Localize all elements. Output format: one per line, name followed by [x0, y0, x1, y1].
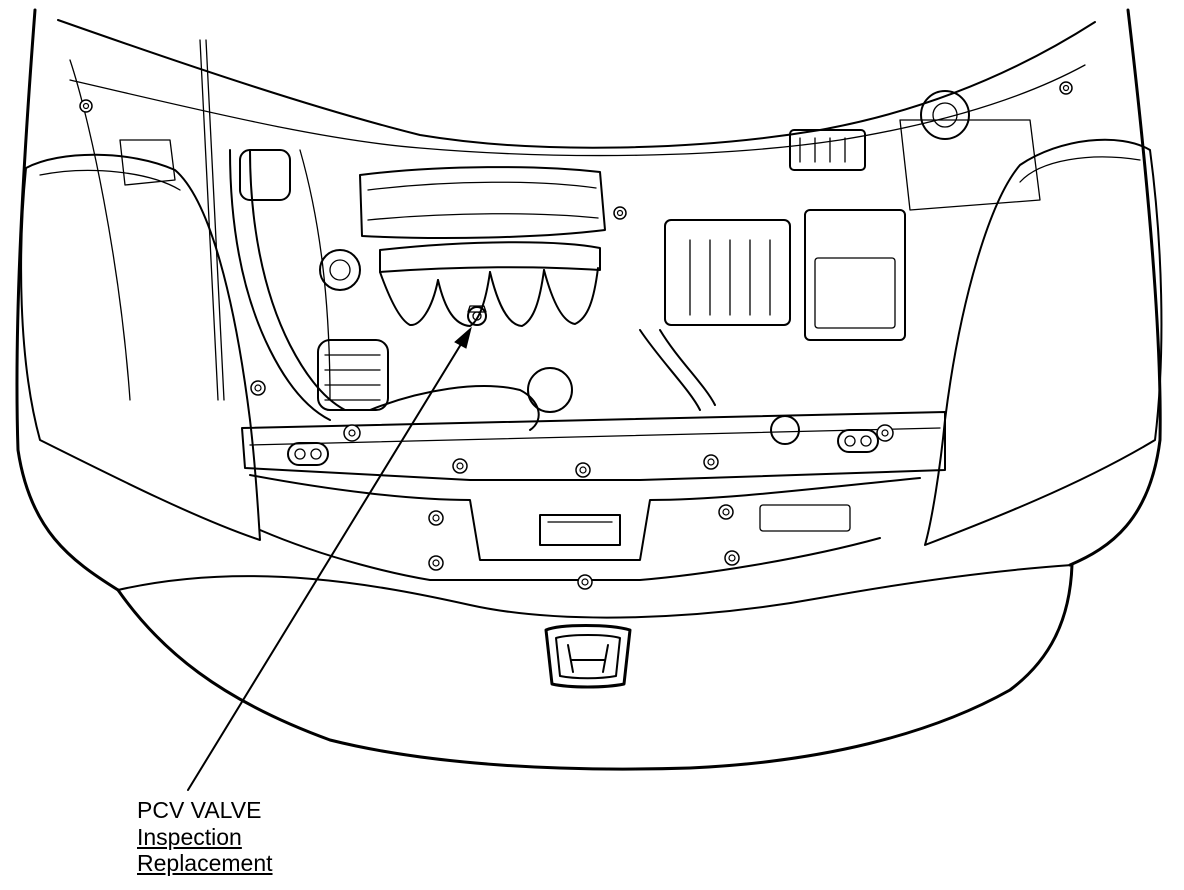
- callout-leader-line: [187, 326, 472, 791]
- mounting-bolts: [79, 81, 1073, 590]
- radiator-support: [241, 411, 946, 581]
- pcv-valve-hotspot[interactable]: [460, 300, 494, 334]
- pcv-valve: [467, 305, 487, 326]
- replacement-link[interactable]: Replacement: [137, 850, 273, 876]
- vehicle-body-outline: [15, 8, 1163, 771]
- honda-h-logo: [544, 624, 632, 689]
- cowl-panel: [57, 19, 1096, 401]
- inspection-link[interactable]: Inspection: [137, 824, 242, 850]
- right-engine-components: [639, 90, 1041, 445]
- intake-manifold: [299, 149, 606, 401]
- pcv-valve-label: PCV VALVE: [137, 797, 262, 823]
- left-engine-components: [69, 59, 573, 431]
